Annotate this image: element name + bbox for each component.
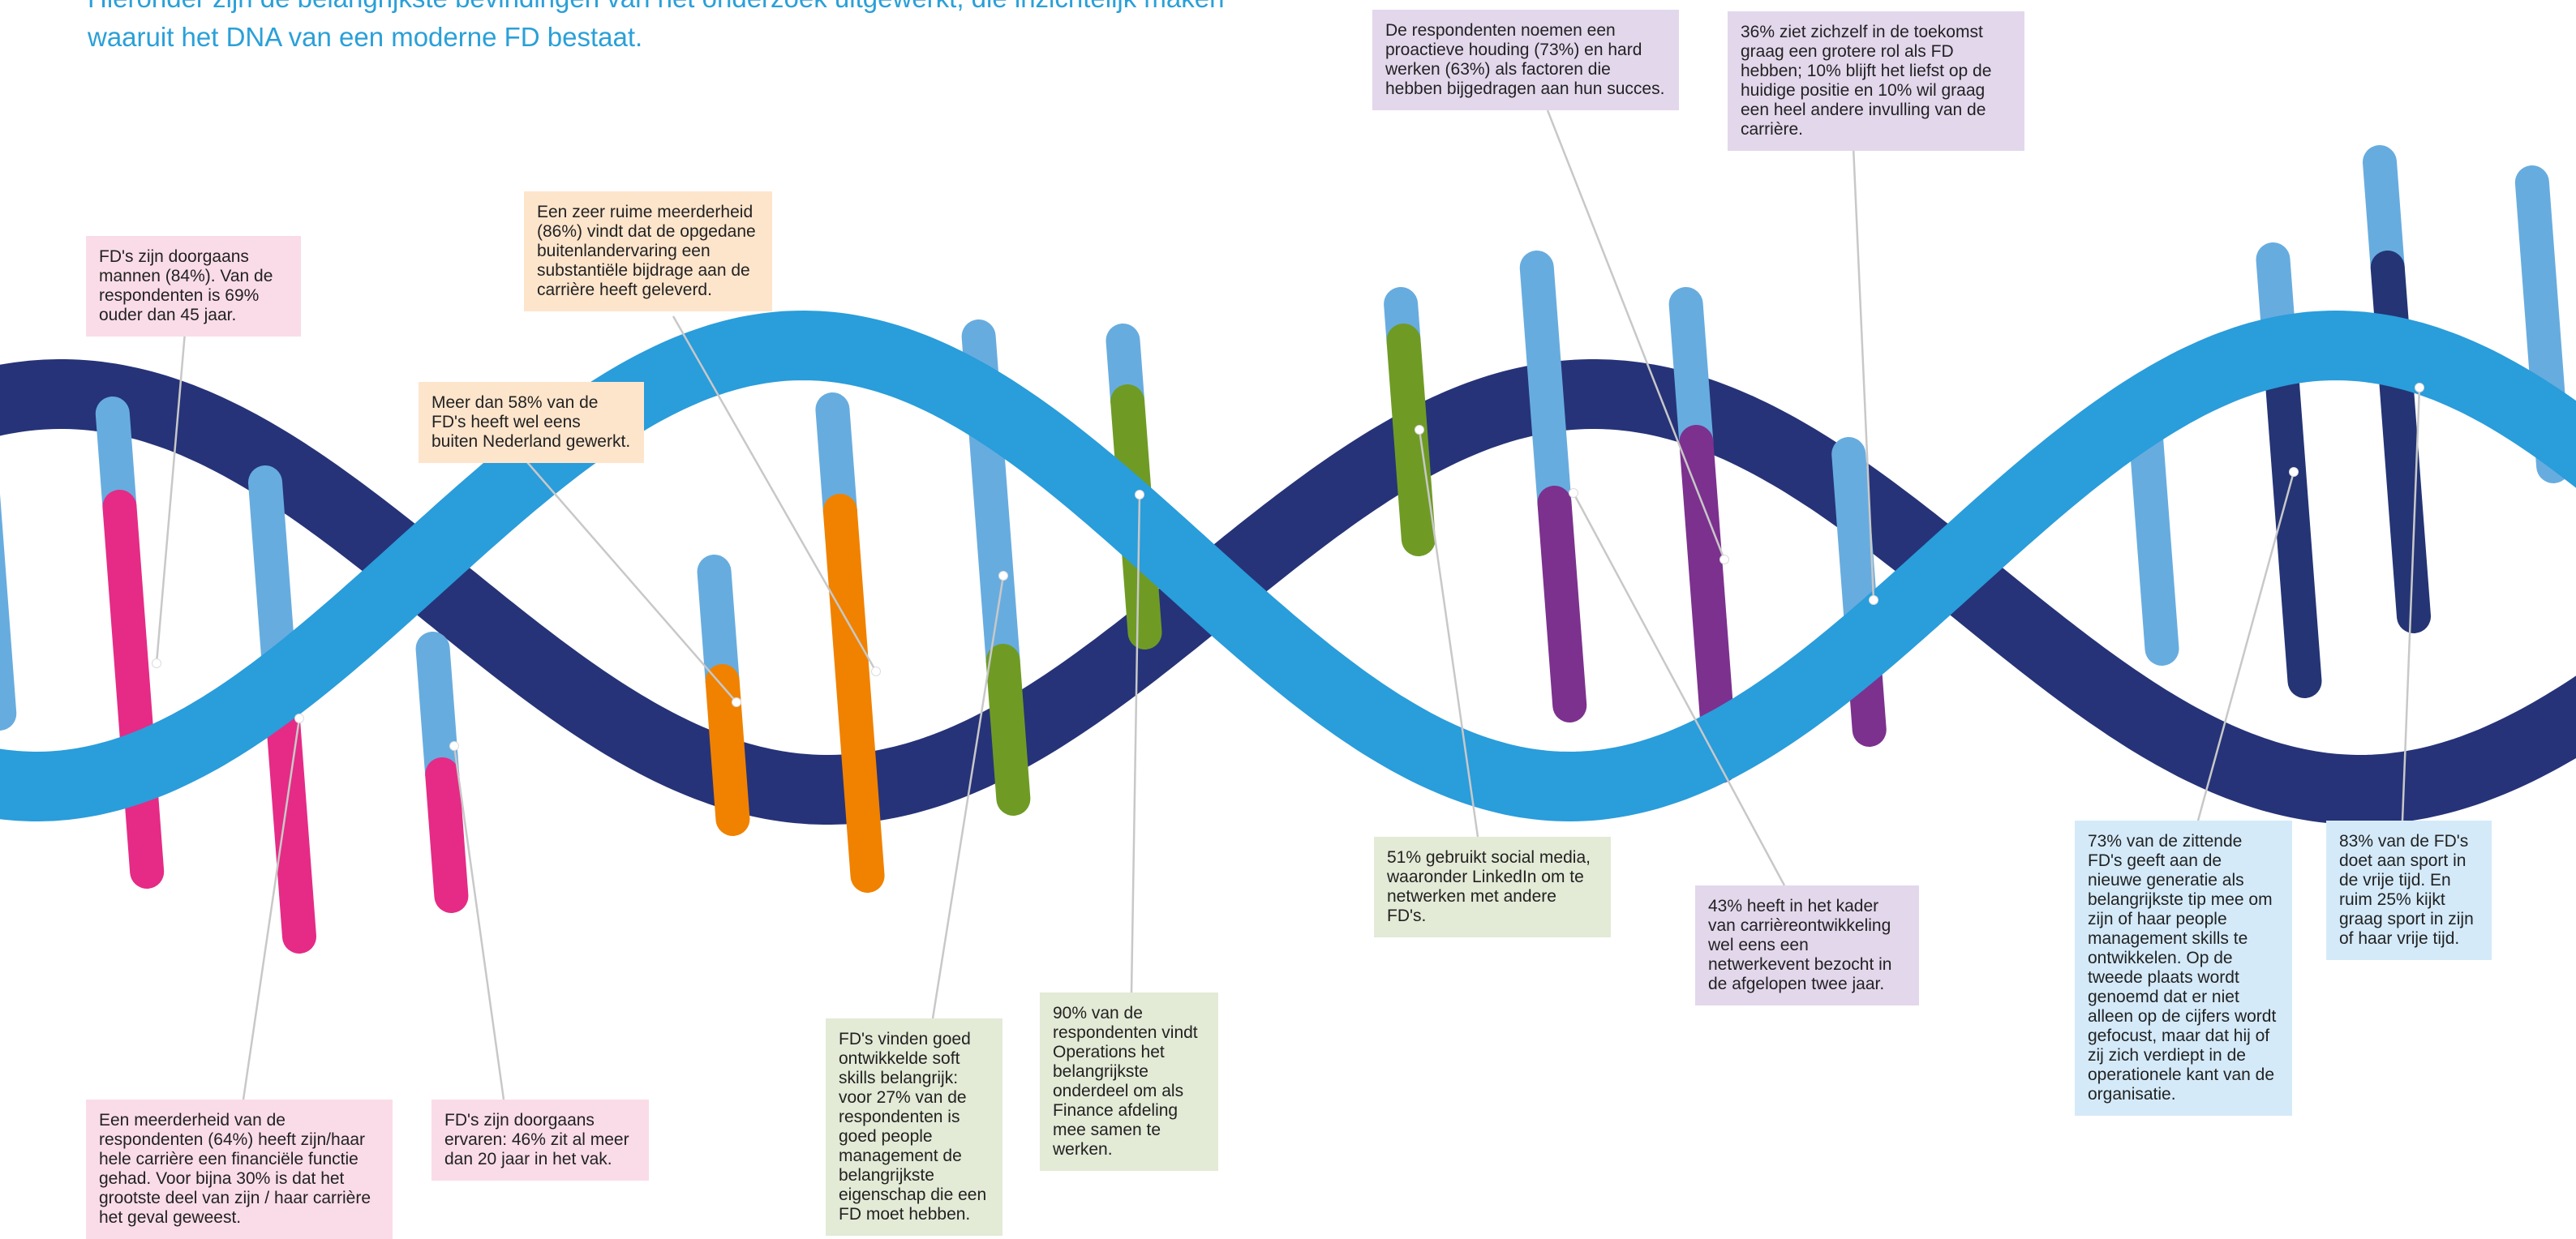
- rung-4-base: [697, 555, 740, 698]
- rung-3-pink: [425, 757, 469, 913]
- leader-line-4: [672, 315, 878, 672]
- finding-operations: 90% van de respondenten vindt Operations…: [1040, 992, 1218, 1171]
- finding-finance-career: Een meerderheid van de respondenten (64%…: [86, 1100, 393, 1239]
- finding-proactive: De respondenten noemen een proactieve ho…: [1372, 10, 1679, 110]
- rung-12-base: [2127, 405, 2179, 666]
- rung-5-orange: [822, 494, 885, 893]
- finding-people-management: 73% van de zittende FD's geeft aan de ni…: [2075, 821, 2292, 1116]
- rung-1-pink: [102, 490, 165, 889]
- leader-line-12: [2401, 387, 2421, 821]
- leader-line-1: [242, 718, 301, 1100]
- finding-future-role: 36% ziet zichzelf in de toekomst graag e…: [1728, 11, 2024, 151]
- leader-line-9: [1572, 492, 1786, 886]
- rung-8-green: [1386, 324, 1436, 556]
- leader-dot-4: [871, 667, 881, 676]
- finding-sport: 83% van de FD's doet aan sport in de vri…: [2326, 821, 2492, 960]
- rung-4-orange: [705, 664, 750, 836]
- rung-3-base: [415, 632, 460, 791]
- leader-line-10: [1851, 127, 1875, 601]
- rung-9-base: [1519, 251, 1572, 520]
- leader-dot-1: [294, 714, 304, 723]
- rung-13-navy: [2265, 368, 2322, 698]
- leader-dot-9: [1569, 488, 1578, 498]
- finding-soft-skills: FD's vinden goed ontwikkelde soft skills…: [826, 1018, 1002, 1236]
- leader-dot-8: [1719, 555, 1729, 564]
- rung-10-base: [1668, 287, 1714, 459]
- finding-abroad-value: Een zeer ruime meerderheid (86%) vindt d…: [524, 191, 772, 311]
- intro-line-1: Hieronder zijn de belangrijkste bevindin…: [88, 0, 1304, 18]
- leader-dot-5: [998, 571, 1008, 581]
- leader-line-11: [2196, 471, 2295, 821]
- intro-text: Hieronder zijn de belangrijkste bevindin…: [88, 0, 1304, 57]
- finding-experience: FD's zijn doorgaans ervaren: 46% zit al …: [431, 1100, 649, 1181]
- helix-strand-light: [0, 310, 2576, 822]
- finding-abroad: Meer dan 58% van de FD's heeft wel eens …: [419, 382, 644, 463]
- leader-dot-6: [1135, 490, 1144, 499]
- finding-social-media: 51% gebruikt social media, waaronder Lin…: [1374, 837, 1611, 937]
- leader-dot-3: [732, 697, 741, 707]
- leader-dot-2: [449, 741, 459, 751]
- leader-lines: [152, 109, 2424, 1100]
- rung-6-green: [985, 644, 1031, 816]
- leader-line-6: [1130, 494, 1141, 993]
- intro-line-2: waaruit het DNA van een moderne FD besta…: [88, 22, 643, 52]
- leader-line-0: [155, 332, 187, 664]
- leader-line-7: [1418, 429, 1479, 838]
- leader-dot-7: [1415, 425, 1424, 435]
- leader-dot-12: [2415, 383, 2424, 392]
- leader-dot-11: [2289, 467, 2299, 477]
- leader-dot-0: [152, 658, 161, 668]
- rung-14-base: [2363, 145, 2405, 285]
- leader-line-2: [453, 745, 505, 1100]
- finding-network-event: 43% heeft in het kader van carrièreontwi…: [1695, 885, 1919, 1005]
- rung-9-purple: [1537, 486, 1587, 722]
- leader-line-5: [931, 575, 1005, 1019]
- leader-line-3: [526, 461, 737, 703]
- leader-line-8: [1546, 109, 1726, 560]
- leader-dot-10: [1869, 595, 1878, 605]
- finding-gender-age: FD's zijn doorgaans mannen (84%). Van de…: [86, 236, 301, 337]
